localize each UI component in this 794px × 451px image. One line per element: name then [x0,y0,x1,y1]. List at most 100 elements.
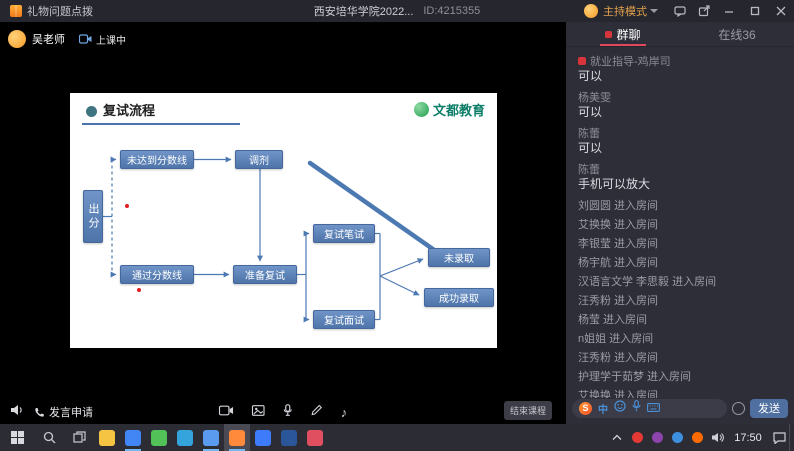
ime-voice-icon[interactable] [632,399,641,417]
room-enter-event: 杨宇航 进入房间 [578,257,659,269]
chat-message-list[interactable]: 就业指导-鸡岸司可以杨美雯可以陈蕾可以陈蕾手机可以放大刘圆圆 进入房间艾换换 进… [566,47,794,398]
title-underline [82,123,240,125]
chat-message: 陈蕾手机可以放大 [578,161,782,193]
room-title: 西安培华学院2022... [313,6,414,18]
chat-tabs: 群聊 在线36 [566,22,794,47]
tab-online-members[interactable]: 在线36 [680,22,794,46]
end-class-button[interactable]: 结束课程 [503,401,552,420]
chat-message-text: 可以 [578,105,603,119]
ime-chinese-mode-icon[interactable]: 中 [598,404,608,416]
ime-emoji-icon[interactable] [614,399,626,417]
file-explorer-icon[interactable] [94,424,120,451]
host-mode-label: 主持模式 [603,6,647,18]
message-panel-icon[interactable] [668,0,692,22]
taskbar-clock[interactable]: 17:50 [734,431,762,444]
flow-node-below-line: 未达到分数线 [120,150,194,169]
gift-icon [10,5,22,17]
chat-message-text: 可以 [578,141,603,155]
flow-node-interview: 复试面试 [313,310,375,329]
security-glyph [651,432,663,443]
share-icon[interactable] [692,0,716,22]
chat-message: 杨美雯可以 [578,89,782,121]
laser-dot [137,288,141,292]
music-note-icon[interactable]: ♪ [340,404,348,420]
chat-input-row: S 中 发送 [566,398,794,424]
word-icon[interactable] [276,424,302,451]
room-enter-event: 刘圆圆 进入房间 [578,200,659,212]
dingtalk-icon[interactable] [250,424,276,451]
taskbar-search-button[interactable] [34,424,64,451]
maximize-button[interactable] [742,0,768,22]
task-view-icon [72,431,86,443]
room-enter-event: 汪秀粉 进入房间 [578,295,659,307]
send-button[interactable]: 发送 [750,398,788,418]
video-stage: 吴老师 上课中 复试流程 文都教育 [0,22,566,424]
flow-node-prepare: 准备复试 [233,265,297,284]
dingtalk-glyph [255,429,271,446]
flow-node-admitted: 成功录取 [424,288,494,307]
messenger-icon[interactable] [627,424,647,451]
gift-entry[interactable]: 礼物问题点拨 [0,3,93,19]
chat-sidebar: 群聊 在线36 就业指导-鸡岸司可以杨美雯可以陈蕾可以陈蕾手机可以放大刘圆圆 进… [566,22,794,424]
wechat-icon[interactable] [146,424,172,451]
close-button[interactable] [768,0,794,22]
security-icon[interactable] [647,424,667,451]
task-view-button[interactable] [64,424,94,451]
music-player-icon[interactable] [302,424,328,451]
speaker-icon[interactable] [707,424,727,451]
slide-title: 复试流程 [103,103,156,118]
brand-logo-area: 文都教育 [413,100,485,119]
chat-message-text: 可以 [578,69,603,83]
word-glyph [281,429,297,446]
chat-message: 陈蕾可以 [578,125,782,157]
volume-icon[interactable] [10,403,24,421]
tab-group-chat[interactable]: 群聊 [566,22,680,46]
taskbar-apps [94,424,328,451]
sogou-input-icon[interactable] [687,424,707,451]
qq-icon[interactable] [198,424,224,451]
room-enter-event: 杨莹 进入房间 [578,314,648,326]
annotate-pencil-icon[interactable] [311,403,323,421]
chevron-down-icon[interactable] [650,9,658,13]
notification-center-icon[interactable] [769,424,789,451]
sogou-ime-icon[interactable]: S [579,401,592,415]
title-bullet-icon [86,106,97,117]
flow-node-rejected: 未录取 [428,248,490,267]
windows-logo-icon [10,431,24,444]
chat-sender-name: 杨美雯 [578,91,611,104]
microphone-icon[interactable] [283,403,293,421]
titlebar: 礼物问题点拨 西安培华学院2022... ID:4215355 主持模式 [0,0,794,22]
sogou-input-glyph [691,432,703,443]
chat-sender-name: 就业指导-鸡岸司 [578,53,782,68]
speak-request-button[interactable]: 发言申请 [34,404,93,420]
room-enter-event: 汪秀粉 进入房间 [578,352,659,364]
chrome-browser-icon[interactable] [120,424,146,451]
cloud-icon[interactable] [667,424,687,451]
gift-label: 礼物问题点拨 [27,6,93,18]
room-enter-event: 艾换换 进入房间 [578,390,659,398]
teacher-name: 吴老师 [32,34,65,46]
teacher-avatar [8,30,26,48]
camera-toggle-icon[interactable] [218,403,234,421]
wechat-glyph [151,429,167,446]
chrome-browser-glyph [125,429,141,446]
start-button[interactable] [0,424,34,451]
flow-node-written-test: 复试笔试 [313,224,375,243]
windows-taskbar: 17:50 [0,424,794,451]
admin-badge-icon [578,56,586,65]
chat-message-text: 手机可以放大 [578,177,651,191]
system-tray: 17:50 [607,424,794,451]
screenshot-icon[interactable] [251,403,265,421]
ime-keyboard-icon[interactable] [647,399,660,417]
music-player-glyph [307,429,323,446]
minimize-button[interactable] [716,0,742,22]
tray-icons [627,424,707,451]
chat-input-field[interactable]: S 中 [572,398,727,418]
emoji-picker-icon[interactable] [732,401,745,415]
live-class-app-icon[interactable] [224,424,250,451]
laser-dot [125,204,129,208]
show-desktop-button[interactable] [789,424,794,451]
edge-browser-icon[interactable] [172,424,198,451]
tray-expand-icon[interactable] [607,424,627,451]
